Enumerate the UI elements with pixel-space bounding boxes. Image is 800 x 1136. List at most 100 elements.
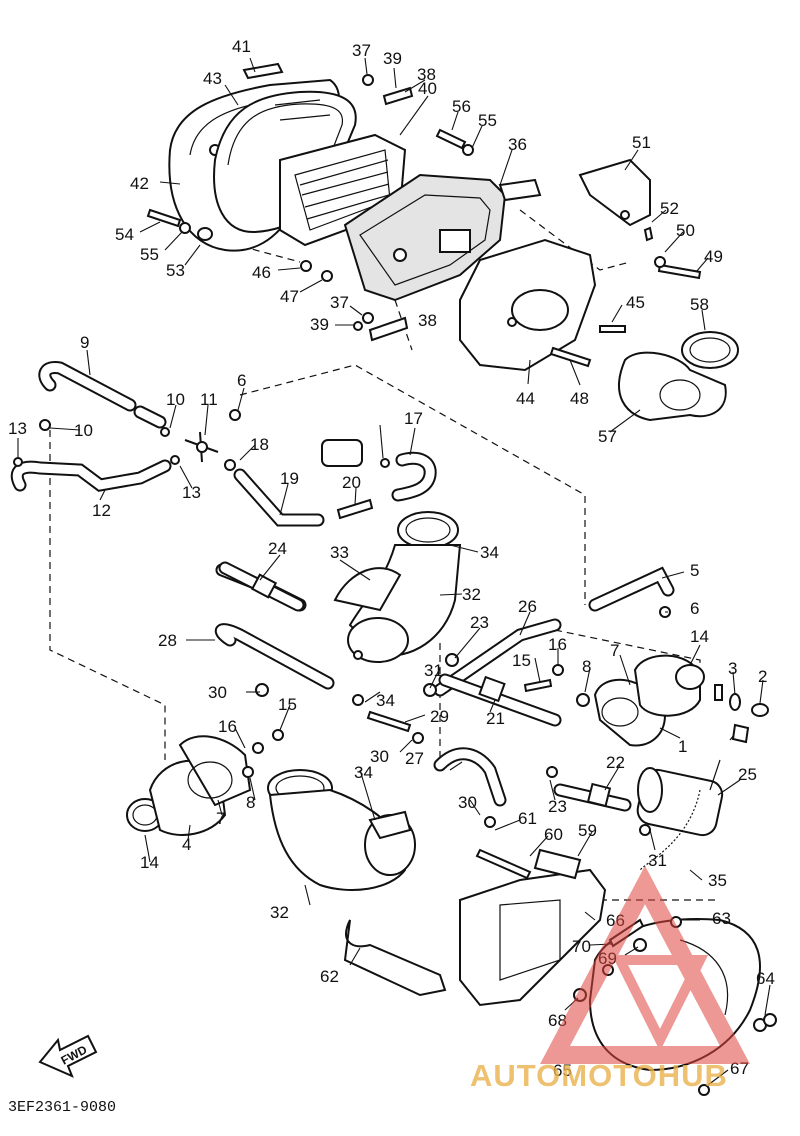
vacuum-joint xyxy=(13,409,390,520)
callout-64: 64 xyxy=(756,969,775,988)
callout-53: 53 xyxy=(166,261,185,280)
callout-60: 60 xyxy=(544,825,563,844)
callout-26: 26 xyxy=(518,597,537,616)
forward-arrow: FWD xyxy=(38,1034,98,1078)
callout-56: 56 xyxy=(452,97,471,116)
lower-bracket xyxy=(459,848,607,1007)
callout-39b: 39 xyxy=(310,315,329,334)
callout-46: 46 xyxy=(252,263,271,282)
callout-24: 24 xyxy=(268,539,287,558)
callout-70: 70 xyxy=(572,937,591,956)
callout-34b: 34 xyxy=(376,691,395,710)
callout-31: 31 xyxy=(424,661,443,680)
callout-52: 52 xyxy=(660,199,679,218)
callout-15b: 15 xyxy=(278,695,297,714)
callout-30: 30 xyxy=(208,683,227,702)
leader-lines xyxy=(17,57,771,1086)
callout-7: 7 xyxy=(610,641,619,660)
callout-28: 28 xyxy=(158,631,177,650)
air-pipe-24 xyxy=(218,561,305,612)
air-box-case xyxy=(343,173,542,302)
callout-30c: 30 xyxy=(458,793,477,812)
callout-13: 13 xyxy=(8,419,27,438)
bolts-top xyxy=(146,62,702,368)
callout-55: 55 xyxy=(478,111,497,130)
callout-63: 63 xyxy=(712,909,731,928)
callout-61: 61 xyxy=(518,809,537,828)
small-fasteners-mid xyxy=(255,650,651,836)
callout-6b: 6 xyxy=(690,599,699,618)
callout-34c: 34 xyxy=(354,763,373,782)
callout-19: 19 xyxy=(280,469,299,488)
air-pipe-22 xyxy=(553,782,632,812)
callout-37: 37 xyxy=(352,41,371,60)
callout-9: 9 xyxy=(80,333,89,352)
callout-38b: 38 xyxy=(418,311,437,330)
callout-27: 27 xyxy=(405,749,424,768)
callout-35: 35 xyxy=(708,871,727,890)
breather-hoses xyxy=(10,360,675,807)
watermark-logo xyxy=(540,865,750,1064)
callout-51: 51 xyxy=(632,133,651,152)
callout-4: 4 xyxy=(182,835,191,854)
callout-49: 49 xyxy=(704,247,723,266)
callout-30b: 30 xyxy=(370,747,389,766)
callout-39: 39 xyxy=(383,49,402,68)
callout-50: 50 xyxy=(676,221,695,240)
callout-40: 40 xyxy=(418,79,437,98)
callout-2: 2 xyxy=(758,667,767,686)
callout-13b: 13 xyxy=(182,483,201,502)
callout-23b: 23 xyxy=(548,797,567,816)
callout-10: 10 xyxy=(166,390,185,409)
callout-22: 22 xyxy=(606,753,625,772)
callout-47: 47 xyxy=(280,287,299,306)
callout-20: 20 xyxy=(342,473,361,492)
air-cut-valve xyxy=(636,684,769,871)
callout-36: 36 xyxy=(508,135,527,154)
callout-29: 29 xyxy=(430,707,449,726)
callout-31b: 31 xyxy=(648,851,667,870)
callout-8b: 8 xyxy=(246,793,255,812)
callout-59: 59 xyxy=(578,821,597,840)
callout-10b: 10 xyxy=(74,421,93,440)
callout-37b: 37 xyxy=(330,293,349,312)
callout-3: 3 xyxy=(728,659,737,678)
callout-41: 41 xyxy=(232,37,251,56)
callout-16b: 16 xyxy=(218,717,237,736)
callout-65: 65 xyxy=(553,1061,572,1080)
assembly-guide-lines xyxy=(49,209,720,901)
callout-23: 23 xyxy=(470,613,489,632)
callout-8: 8 xyxy=(582,657,591,676)
callout-6: 6 xyxy=(237,371,246,390)
intake-joint-rear xyxy=(618,331,739,422)
bracket-62 xyxy=(343,919,447,997)
callout-55b: 55 xyxy=(140,245,159,264)
callout-62: 62 xyxy=(320,967,339,986)
callout-7b: 7 xyxy=(216,809,225,828)
callout-58: 58 xyxy=(690,295,709,314)
intake-joint-front xyxy=(333,511,462,663)
callout-43: 43 xyxy=(203,69,222,88)
callout-34: 34 xyxy=(480,543,499,562)
callout-16: 16 xyxy=(548,635,567,654)
diagram-code: 3EF2361-9080 xyxy=(8,1099,116,1116)
air-pipe-21 xyxy=(438,673,562,727)
callout-1: 1 xyxy=(678,737,687,756)
callout-38: 38 xyxy=(417,65,436,84)
callout-18: 18 xyxy=(250,435,269,454)
callout-44: 44 xyxy=(516,389,535,408)
callout-57: 57 xyxy=(598,427,617,446)
carburetor-joint-left xyxy=(126,729,284,836)
callout-5: 5 xyxy=(690,561,699,580)
watermark-text: AUTOMOTOHUB xyxy=(470,1058,728,1093)
callout-45: 45 xyxy=(626,293,645,312)
callout-42: 42 xyxy=(130,174,149,193)
callout-15: 15 xyxy=(512,651,531,670)
callout-32b: 32 xyxy=(270,903,289,922)
callout-33: 33 xyxy=(330,543,349,562)
callout-11: 11 xyxy=(200,390,218,409)
callout-21: 21 xyxy=(486,709,505,728)
callout-14: 14 xyxy=(690,627,709,646)
callout-48: 48 xyxy=(570,389,589,408)
